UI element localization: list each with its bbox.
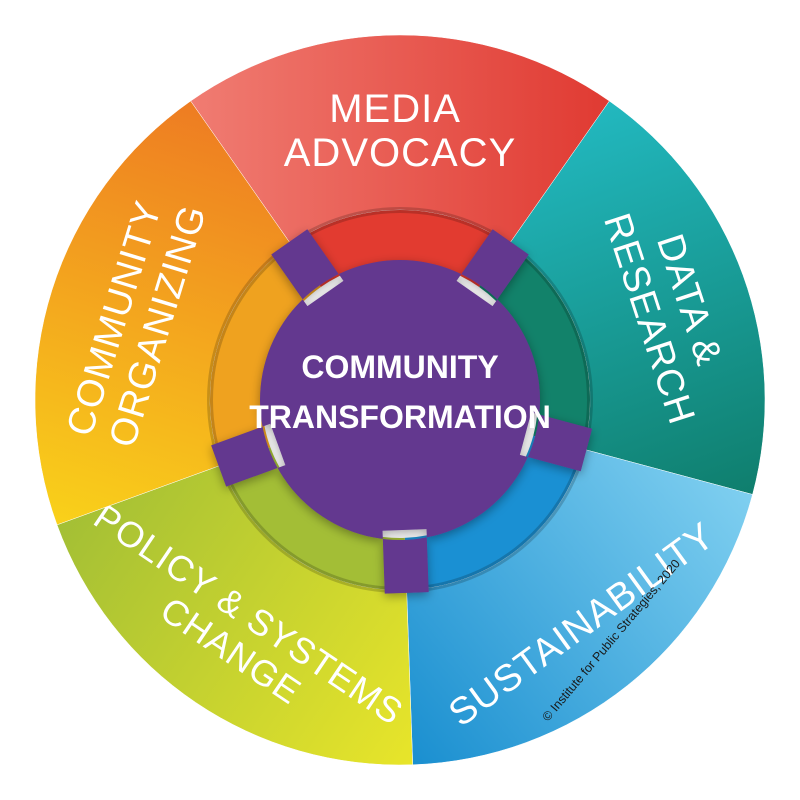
segment-media-advocacy-line-1: MEDIA	[329, 87, 460, 131]
center-title-line-1: COMMUNITY	[301, 349, 498, 385]
segment-media-advocacy-label: MEDIA ADVOCACY	[284, 87, 517, 175]
inner-ring-policy-systems-change	[221, 447, 407, 590]
inner-ring-sustainability	[404, 435, 584, 590]
center-hub-shape	[211, 229, 593, 594]
segment-data-research: DATA & RESEARCH	[508, 100, 766, 495]
inner-ring-media-advocacy	[291, 209, 509, 287]
segment-media-advocacy: MEDIA ADVOCACY	[190, 34, 610, 245]
segment-community-organizing: COMMUNITY ORGANIZING	[34, 100, 292, 526]
inner-ring-data-research	[479, 244, 590, 450]
center-title-line-2: TRANSFORMATION	[249, 399, 551, 435]
segment-media-advocacy-line-2: ADVOCACY	[284, 131, 517, 175]
center-hub: COMMUNITY TRANSFORMATION	[211, 229, 593, 594]
inner-ring	[207, 207, 593, 593]
inner-ring-community-organizing	[210, 244, 321, 465]
